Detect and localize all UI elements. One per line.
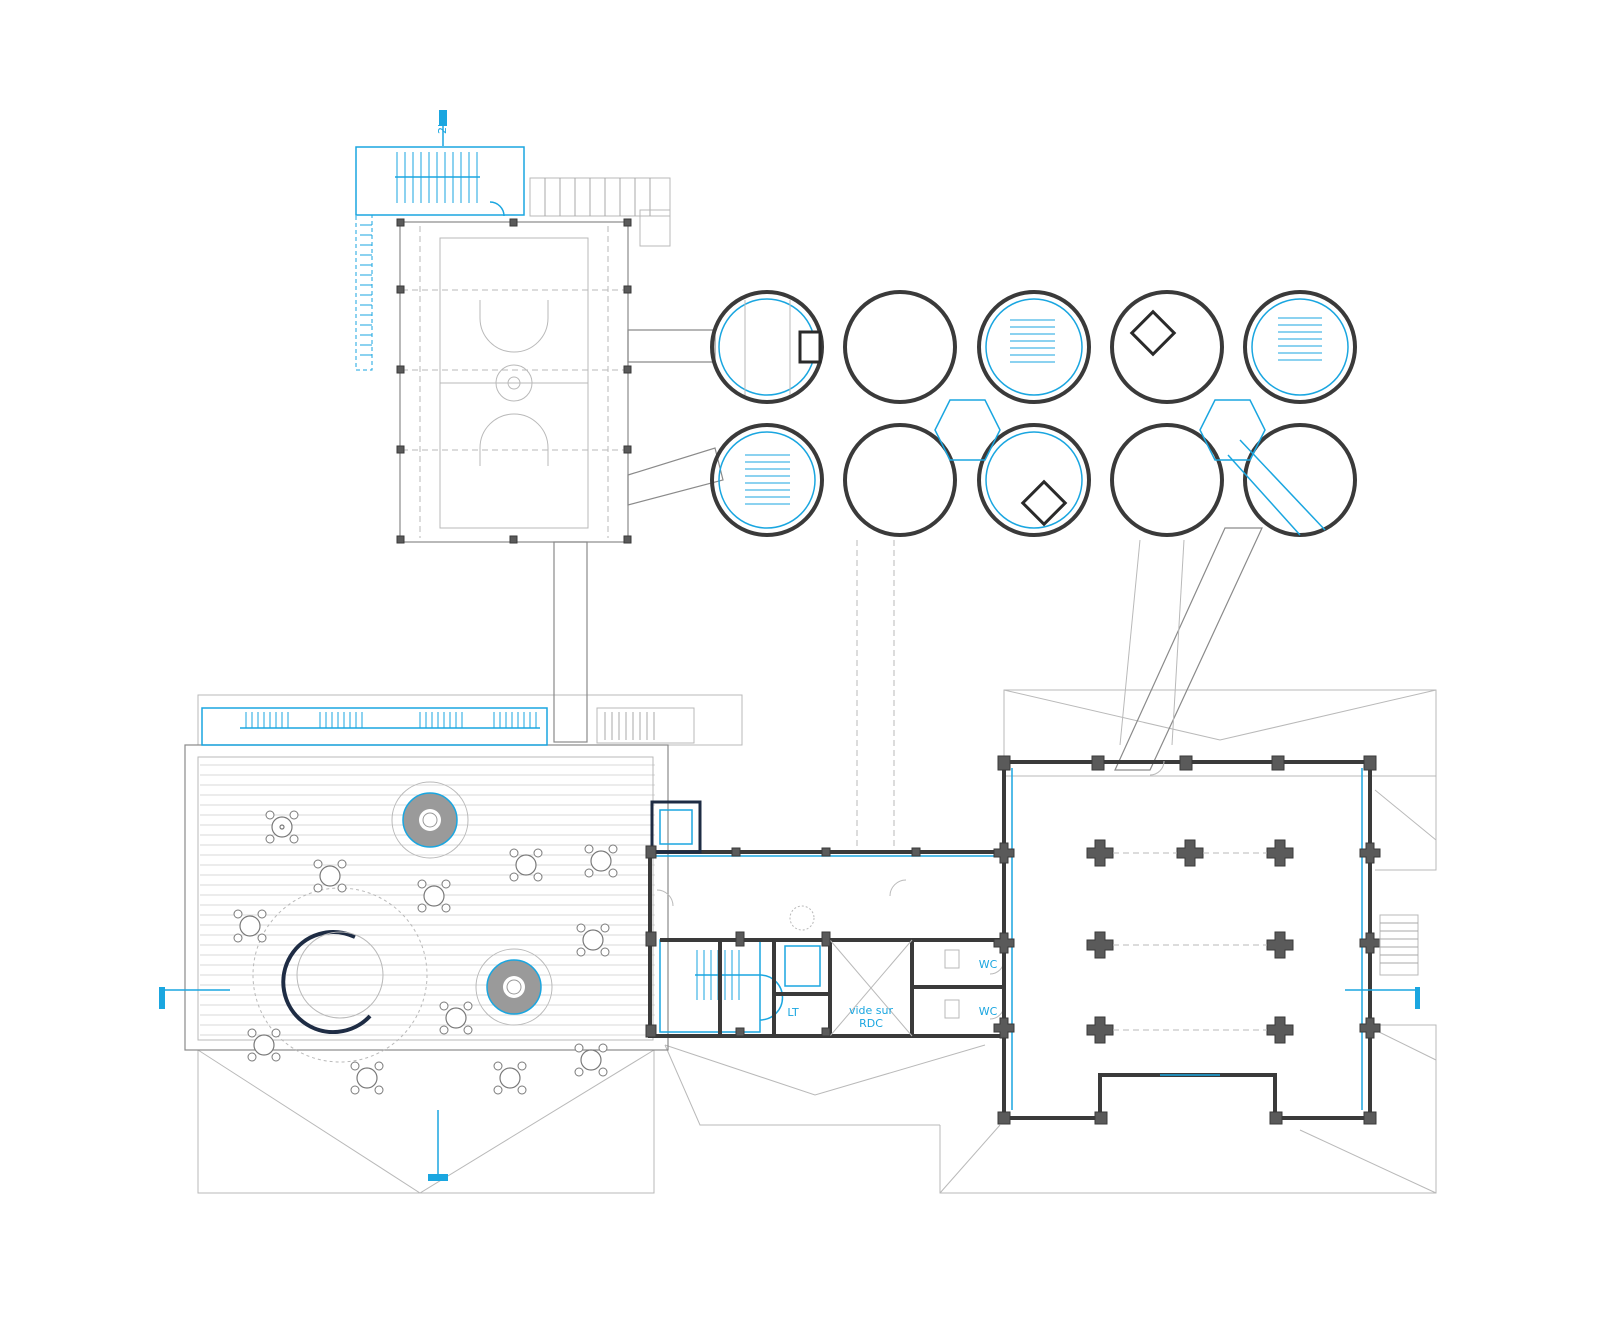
silos [710,290,1357,537]
gymnasium [396,177,671,544]
room-label-void-line2: RDC [859,1017,883,1030]
room-label-void-line1: vide sur [849,1004,894,1017]
stair-tower-blue: 2' [355,110,525,371]
section-marker-label: 2' [436,124,449,134]
terrace [159,707,695,1181]
room-label-wc-upper: WC [979,958,998,971]
bridges [553,329,1263,850]
main-hall [993,755,1420,1125]
central-block: LT vide sur RDC WC WC [645,800,1005,1038]
room-label-lt: LT [787,1006,799,1019]
tables [239,816,612,1089]
room-label-wc-lower: WC [979,1005,998,1018]
